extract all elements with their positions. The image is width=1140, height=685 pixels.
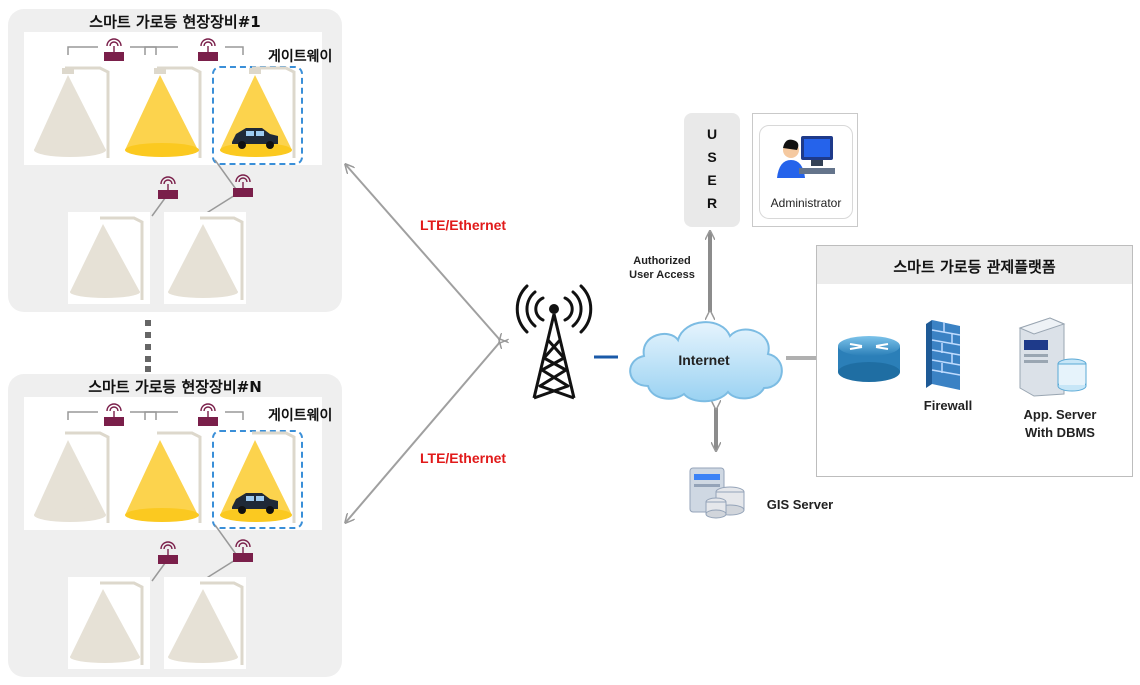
gis-server-icon	[689, 467, 745, 519]
administrator-icon	[777, 136, 835, 178]
administrator-label: Administrator	[770, 196, 842, 210]
gateway-highlight-n	[212, 430, 303, 529]
firewall-label: Firewall	[923, 398, 973, 413]
continuation-dots	[145, 320, 151, 372]
user-letter: U	[706, 126, 718, 142]
cell-tower-icon	[515, 284, 593, 400]
app-server-icon	[1018, 317, 1087, 397]
gis-server-label: GIS Server	[766, 497, 834, 512]
streetlight-unlit	[34, 66, 110, 158]
firewall-icon	[926, 320, 961, 390]
platform-title: 스마트 가로등 관제플랫폼	[893, 258, 1056, 276]
site-1-diagram	[34, 38, 296, 304]
gateway-label-n: 게이트웨이	[268, 408, 333, 424]
gateway-label-1: 게이트웨이	[268, 49, 333, 65]
halow-icon	[104, 52, 253, 199]
authorized-access-label: Authorized User Access	[620, 254, 704, 282]
internet-cloud-icon	[629, 321, 783, 403]
site-n-diagram	[34, 403, 296, 669]
administrator-card: Administrator	[752, 113, 858, 227]
app-server-label: App. Server With DBMS	[1002, 406, 1118, 442]
internet-label: Internet	[678, 352, 730, 368]
site-title-n: 스마트 가로등 현장장비#N	[88, 378, 262, 396]
streetlight-lit	[125, 66, 202, 158]
router-icon	[838, 336, 900, 382]
user-box: U S E R	[684, 113, 740, 227]
lte-ethernet-label-upper: LTE/Ethernet	[420, 217, 507, 233]
app-server-label-line2: With DBMS	[1025, 425, 1095, 440]
streetlight-lit-gateway	[220, 66, 296, 158]
user-letter: R	[706, 195, 718, 211]
user-letter: E	[707, 172, 717, 188]
authorized-access-line1: Authorized	[633, 255, 691, 267]
site-title-1: 스마트 가로등 현장장비#1	[89, 13, 261, 31]
lte-ethernet-label-lower: LTE/Ethernet	[420, 450, 507, 466]
user-letter: S	[707, 149, 717, 165]
authorized-access-line2: User Access	[629, 269, 695, 281]
streetlight-unlit-row2-b	[168, 216, 244, 300]
platform-title-bar	[817, 246, 1132, 284]
app-server-label-line1: App. Server	[1023, 407, 1097, 422]
streetlight-unlit-row2-a	[70, 216, 144, 300]
